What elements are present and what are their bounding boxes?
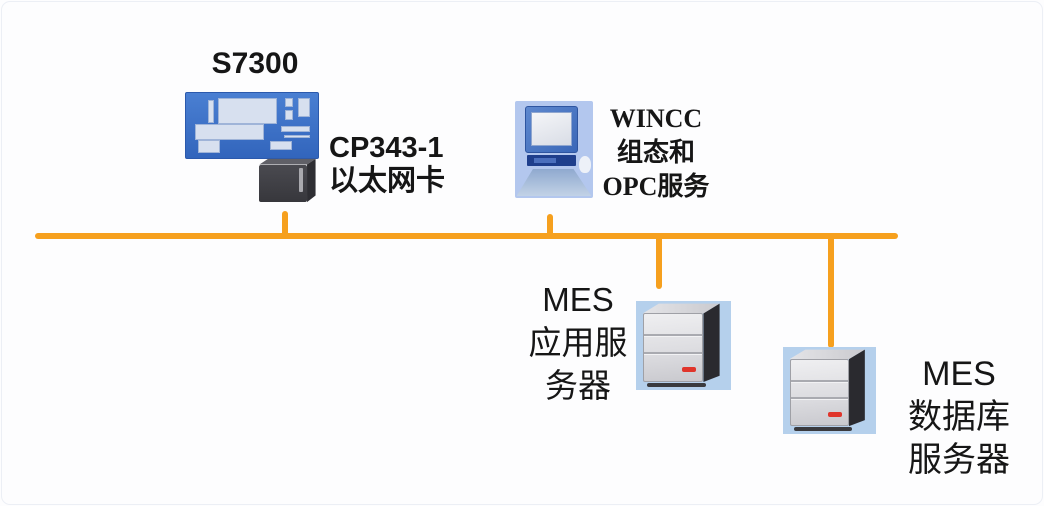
wincc-bus-stub <box>547 214 553 237</box>
ethernet-module-front <box>259 164 308 203</box>
keyboard-icon <box>516 168 592 197</box>
mes-app-server-label-line2: 应用服 <box>528 324 628 361</box>
server-groove <box>790 396 849 399</box>
plc-module-panel <box>195 123 264 140</box>
server-base <box>647 382 707 388</box>
plc-bus-stub <box>282 211 288 237</box>
mes-db-server-icon <box>783 347 876 434</box>
computer-icon <box>515 101 593 198</box>
server-groove <box>643 334 703 337</box>
mes-app-server-label-line3: 务器 <box>545 367 611 404</box>
server-side-face <box>849 349 865 427</box>
mes-app-server-label-line1: MES <box>542 281 614 318</box>
ethernet-module-top <box>259 158 316 165</box>
plc-detail <box>281 125 311 132</box>
ethernet-bus-line <box>35 233 898 239</box>
server-power-led <box>682 367 696 373</box>
server-groove <box>643 351 703 354</box>
wincc-label: WINCC 组态和 OPC服务 <box>588 102 724 204</box>
server-front-face <box>642 313 704 382</box>
server-base <box>794 427 852 432</box>
server-top-face <box>642 303 720 314</box>
wincc-label-line3: OPC服务 <box>602 172 710 201</box>
mes-db-server-label-line3: 服务器 <box>908 441 1010 479</box>
plc-title-label: S7300 <box>211 47 299 80</box>
plc-detail <box>285 98 293 107</box>
ethernet-card-label-line1: CP343-1 <box>329 132 444 164</box>
mes-db-server-label: MES 数据库 服务器 <box>892 353 1026 482</box>
mes-db-server-label-line1: MES <box>922 355 996 393</box>
mes-app-server-label: MES 应用服 务器 <box>512 278 644 407</box>
server-front-face <box>789 359 850 427</box>
ethernet-card-label: CP343-1 以太网卡 <box>329 132 445 198</box>
db-server-drop-line <box>828 236 834 348</box>
server-power-led <box>828 411 842 417</box>
mes-app-server-icon <box>636 301 731 390</box>
wincc-label-line1: WINCC <box>609 104 703 133</box>
plc-detail <box>298 97 311 118</box>
app-server-drop-line <box>656 236 662 289</box>
ethernet-module-icon <box>257 157 318 204</box>
plc-detail <box>283 134 311 138</box>
plc-module-panel <box>197 140 221 153</box>
mes-db-server-label-line2: 数据库 <box>908 398 1010 436</box>
wincc-label-line2: 组态和 <box>616 138 695 167</box>
server-side-face <box>703 303 720 382</box>
computer-base <box>527 155 576 166</box>
ethernet-card-label-line2: 以太网卡 <box>329 165 446 197</box>
plc-display-panel <box>217 98 278 125</box>
server-groove <box>790 379 849 382</box>
computer-drive-slot <box>534 158 557 163</box>
ethernet-module-side <box>307 158 316 203</box>
plc-detail <box>270 141 292 151</box>
monitor-icon <box>525 105 579 154</box>
server-top-face <box>789 349 865 360</box>
plc-icon <box>185 92 319 159</box>
mouse-icon <box>578 156 591 173</box>
ethernet-module-slot <box>299 168 303 193</box>
plc-detail <box>285 109 293 121</box>
monitor-screen <box>531 111 573 146</box>
plc-led-strip <box>208 99 214 123</box>
